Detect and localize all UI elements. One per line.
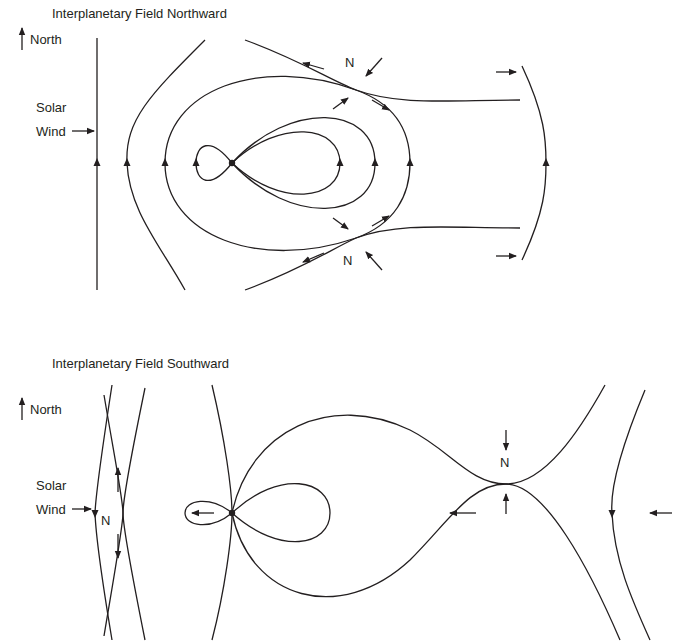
panel-heading: Interplanetary Field Northward [52,6,227,22]
direction-label: North [30,32,62,48]
neutral-point-label: N [345,55,354,71]
panel-heading: Interplanetary Field Southward [52,356,229,372]
flow-label: Solar Wind [36,474,74,522]
neutral-point-label: N [500,455,509,471]
direction-label: North [30,402,62,418]
neutral-point-label: N [101,513,110,529]
neutral-point-label: N [343,253,352,269]
flow-label: Solar Wind [36,96,74,144]
